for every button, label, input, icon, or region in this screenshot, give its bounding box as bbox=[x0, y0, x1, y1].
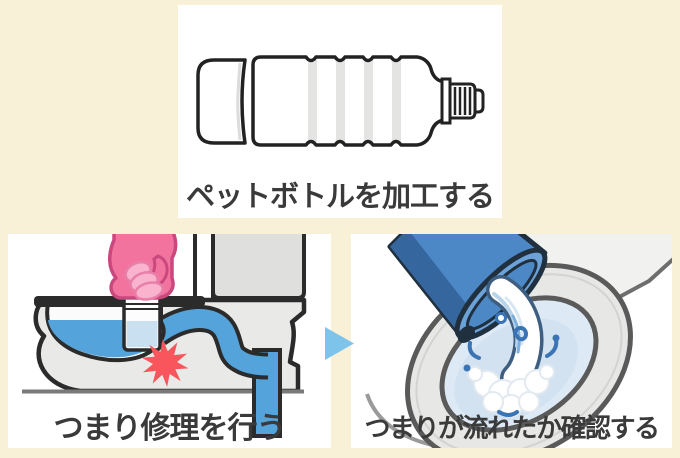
step-panel-process-bottle: ペットボトルを加工する bbox=[178, 5, 502, 218]
water-stream bbox=[486, 275, 544, 393]
step-2-caption: つまり修理を行う bbox=[53, 412, 287, 445]
step-panel-check-flow: つまりが流れたか確認する bbox=[351, 234, 672, 448]
toilet-plunge-illustration bbox=[22, 234, 307, 438]
step-panel-repair-clog: つまり修理を行う bbox=[8, 234, 331, 448]
toilet-tank bbox=[211, 234, 306, 300]
step-1-caption: ペットボトルを加工する bbox=[185, 181, 495, 213]
next-step-arrow-icon bbox=[325, 327, 354, 360]
pour-water-check-illustration bbox=[365, 234, 672, 448]
flush-pipe bbox=[193, 234, 215, 302]
pet-bottle-cut-illustration bbox=[196, 55, 485, 147]
splash-foam bbox=[467, 364, 555, 418]
step-3-caption: つまりが流れたか確認する bbox=[364, 413, 660, 443]
clog-burst-icon bbox=[141, 339, 189, 387]
rubber-glove-hand bbox=[108, 234, 178, 301]
plunger-bottle bbox=[122, 288, 162, 352]
